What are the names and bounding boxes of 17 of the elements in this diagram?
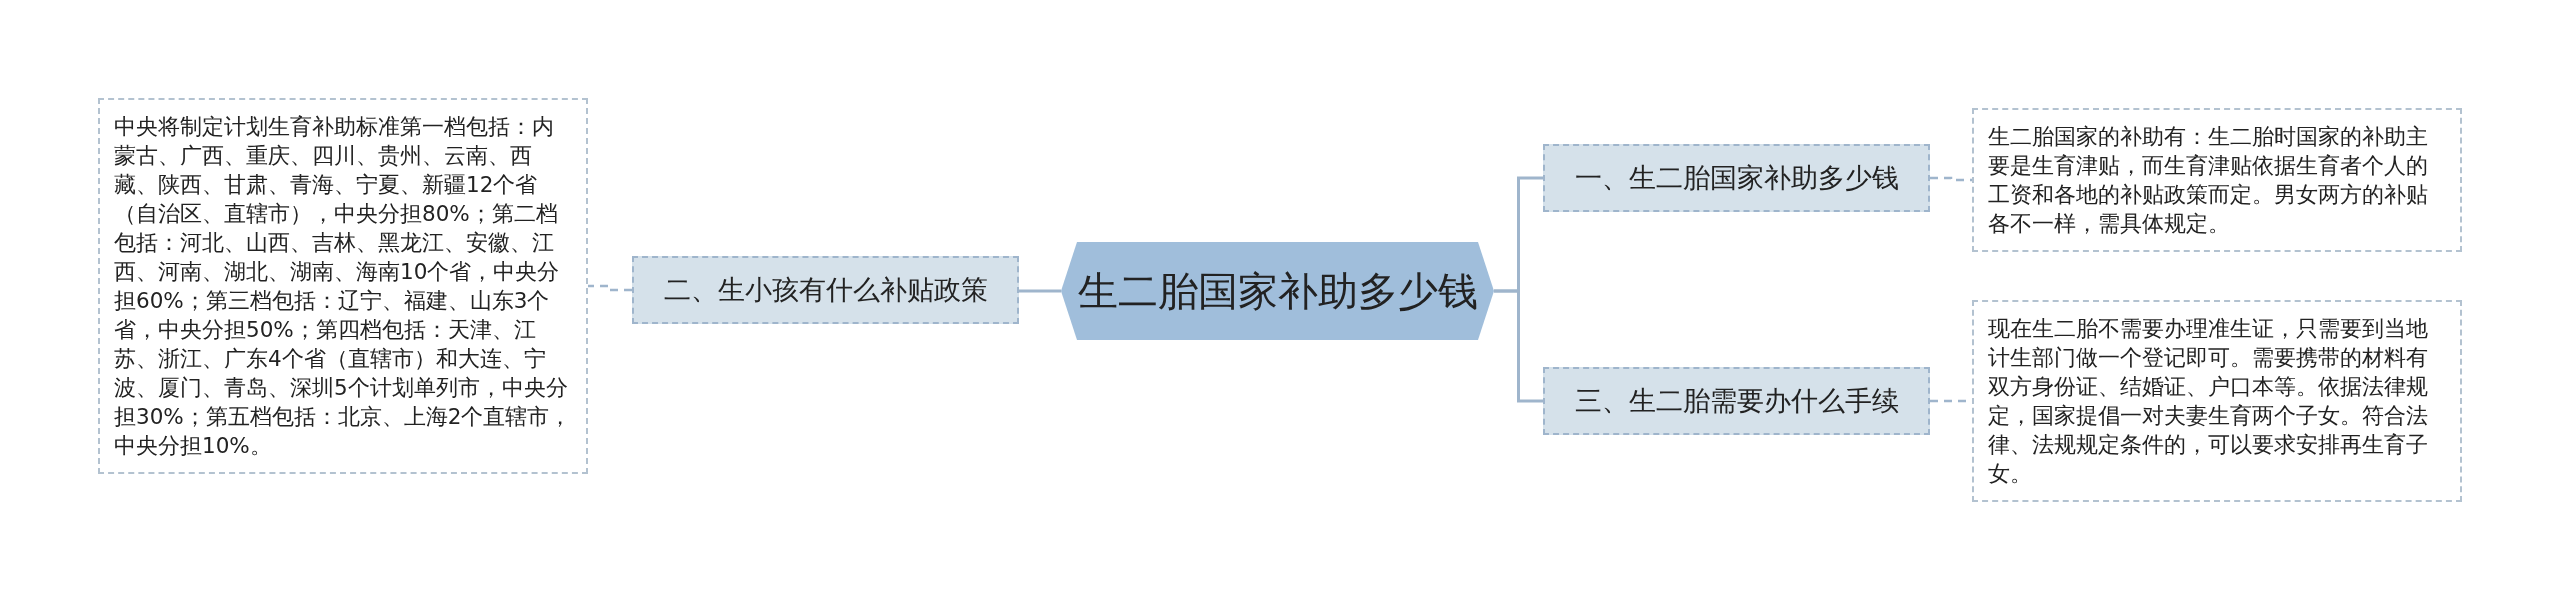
note-text: 中央将制定计划生育补助标准第一档包括：内蒙古、广西、重庆、四川、贵州、云南、西藏、陕西、甘肃、青海、宁夏、新疆12个省（自治区、直辖市），中央分担80%；第二档包括：河北、山西、吉林、黑龙江、安徽、江西、河南、湖北、湖南、海南10个省，中央分担60%；第三档包括：辽宁、福建、山东3个省，中央分担50%；第四档包括：天津、江苏、浙江、广东4个省（直辖市）和大连、宁波、厦门、青岛、深圳5个计划单列市，中央分担30%；第五档包括：北京、上海2个直辖市，中央分担10%。 bbox=[114, 113, 572, 460]
topic-box bbox=[632, 256, 1019, 324]
connector-line bbox=[1494, 289, 1543, 403]
connector-line bbox=[1019, 289, 1061, 293]
topic-text: 二、生小孩有什么补贴政策 bbox=[662, 273, 989, 307]
note-text: 生二胎国家的补助有：生二胎时国家的补助主要是生育津贴，而生育津贴依据生育者个人的工资和各地的补贴政策而定。男女两方的补贴各不一样，需具体规定。 bbox=[1988, 123, 2429, 238]
topic-text: 三、生二胎需要办什么手续 bbox=[1573, 384, 1900, 418]
note-box bbox=[1972, 300, 2462, 502]
connector-line bbox=[588, 284, 632, 292]
central-topic-text: 生二胎国家补助多少钱 bbox=[1076, 267, 1479, 316]
note-text: 现在生二胎不需要办理准生证，只需要到当地计生部门做一个登记即可。需要携带的材料有双方身份证、结婚证、户口本等。依据法律规定，国家提倡一对夫妻生育两个子女。符合法律、法规规定条件的，可以要求安排再生育子女。 bbox=[1988, 315, 2429, 488]
topic-box bbox=[1543, 367, 1930, 435]
central-topic-hexagon bbox=[1061, 242, 1494, 340]
topic-text: 一、生二胎国家补助多少钱 bbox=[1573, 161, 1900, 195]
note-box bbox=[1972, 108, 2462, 252]
connector-line bbox=[1930, 176, 1972, 182]
topic-box bbox=[1543, 144, 1930, 212]
